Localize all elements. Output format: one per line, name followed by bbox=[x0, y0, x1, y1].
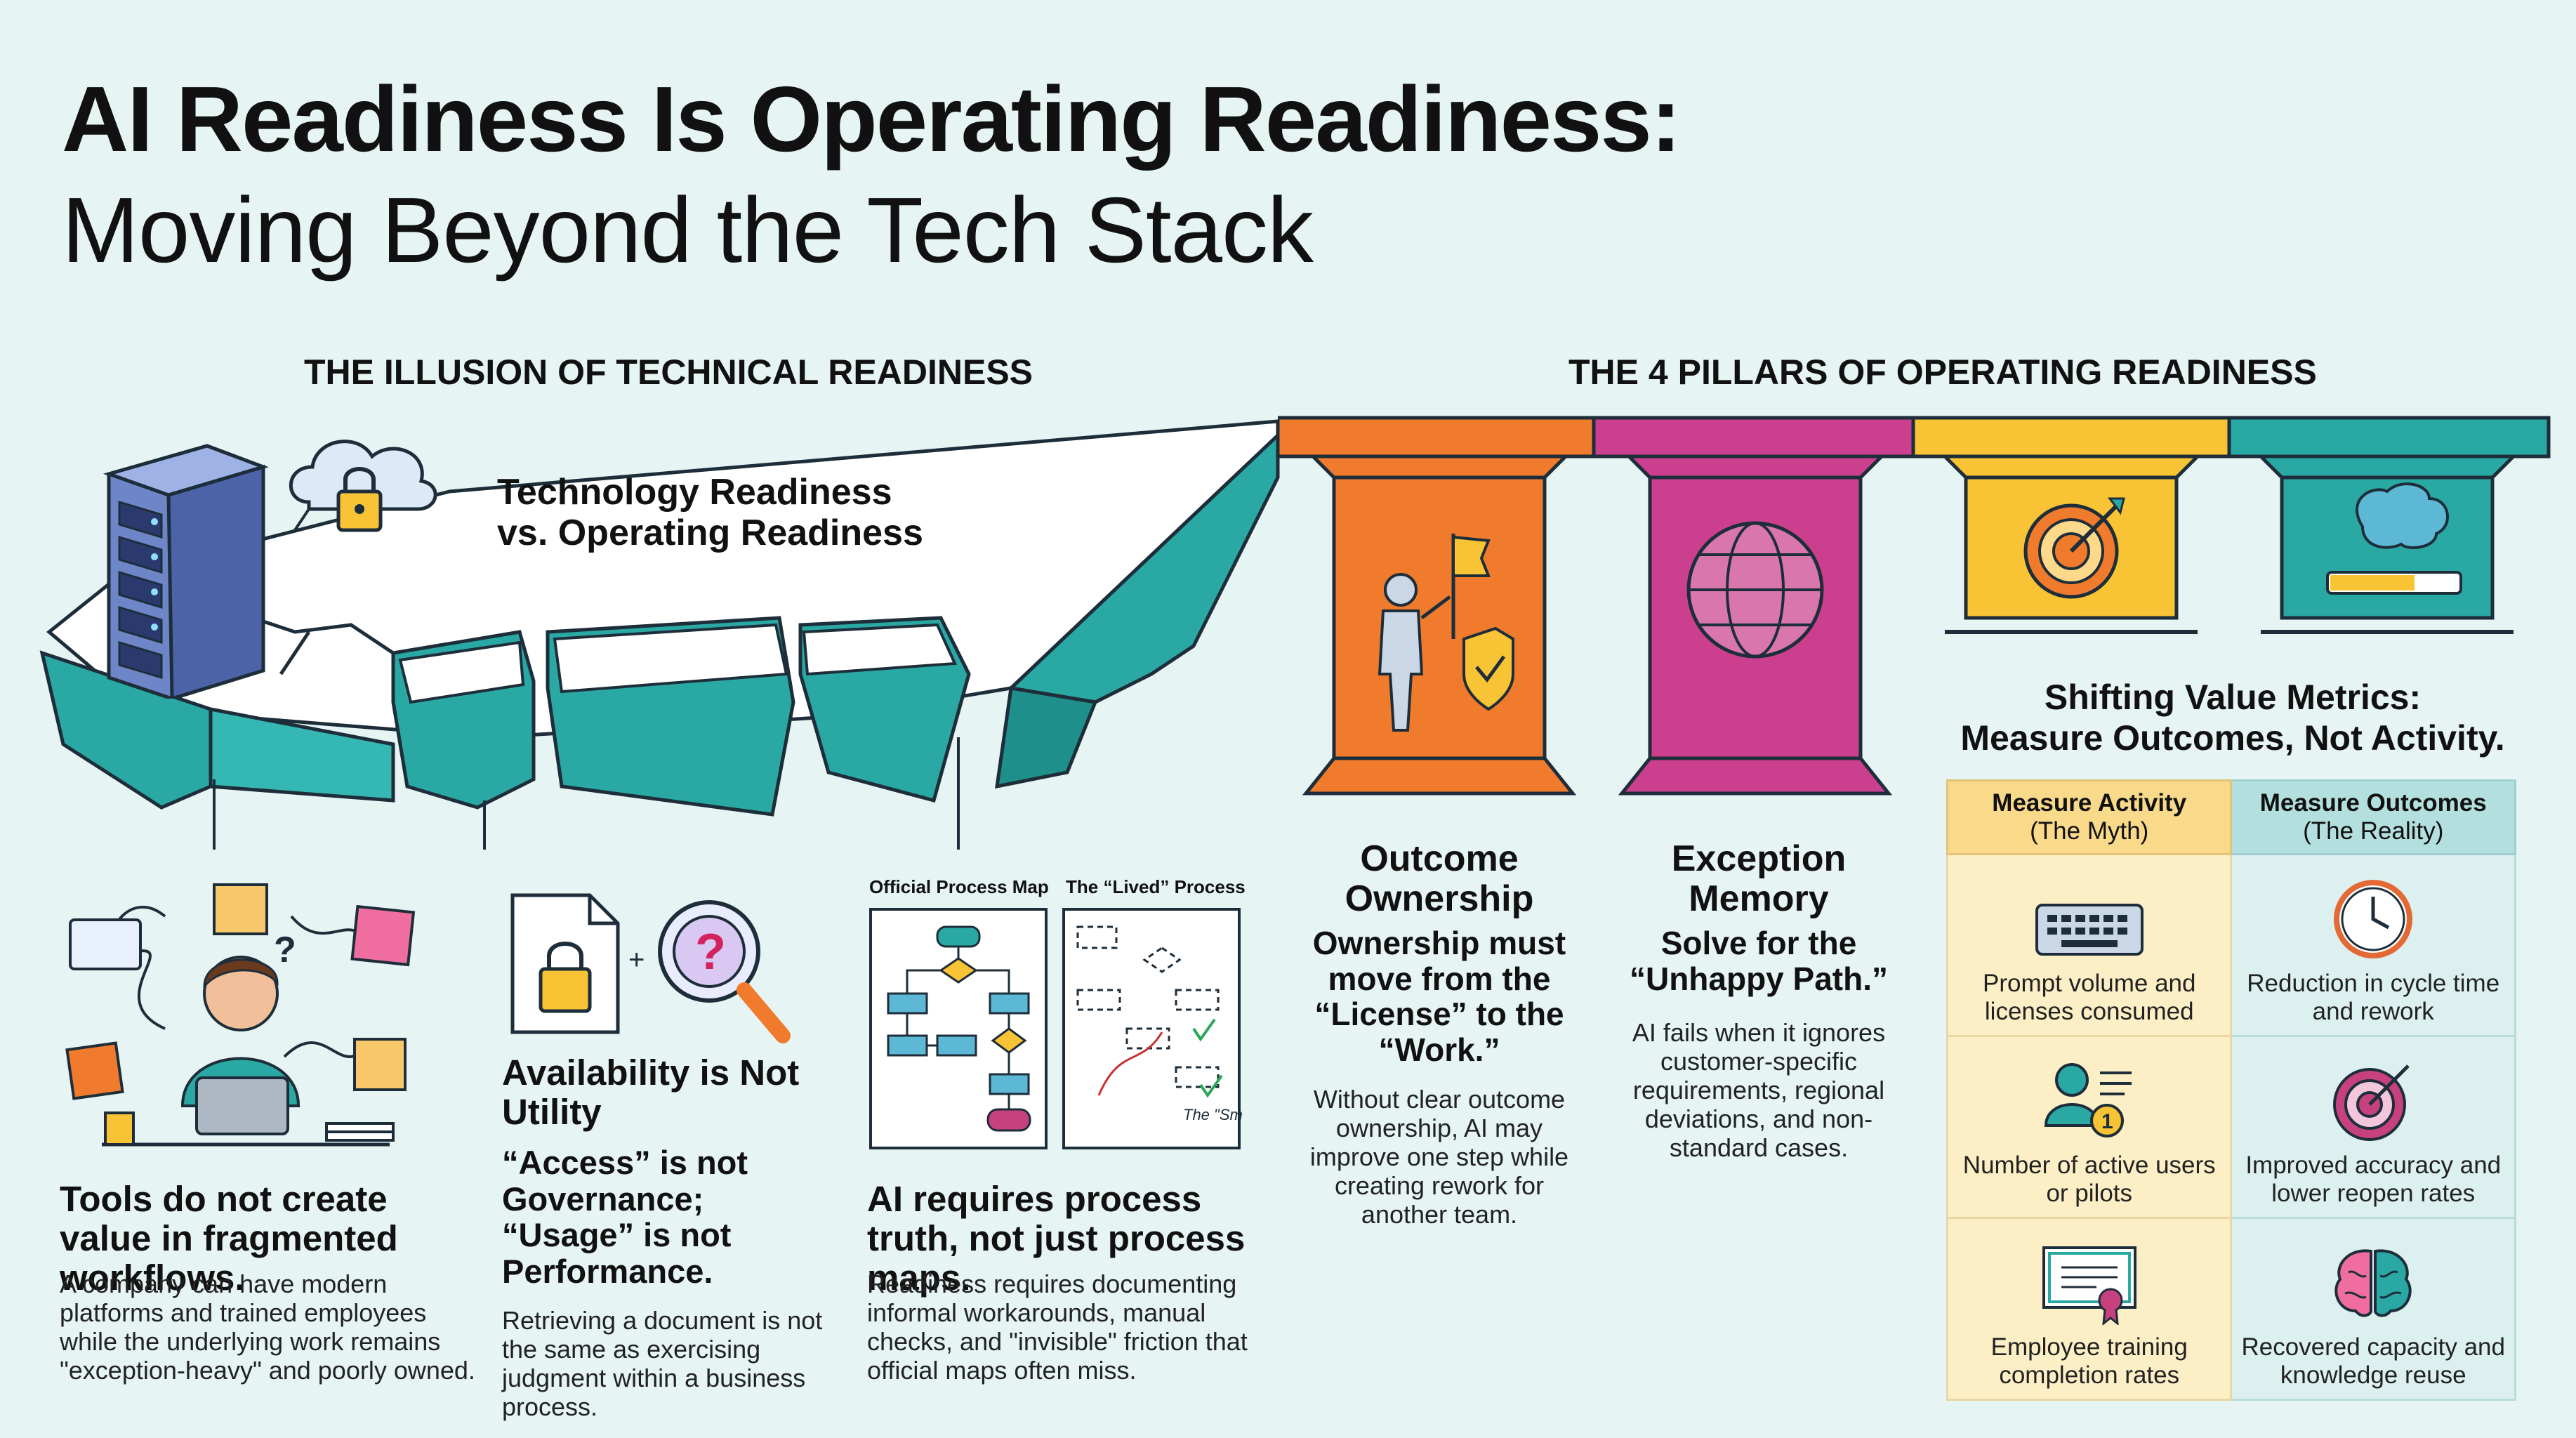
certificate-icon bbox=[2042, 1246, 2136, 1325]
col2-heading: Availability is Not Utility bbox=[502, 1053, 800, 1133]
locked-document-icon bbox=[510, 893, 620, 1034]
page-subtitle: Moving Beyond the Tech Stack bbox=[62, 178, 1314, 282]
cliff-illustration bbox=[39, 419, 1280, 850]
col3-body: Readiness requires documenting informal … bbox=[867, 1269, 1248, 1385]
sticky-note-icon bbox=[213, 883, 268, 935]
magnifier-question-icon: ? bbox=[658, 900, 791, 1043]
availability-icons: + ? bbox=[510, 893, 791, 1043]
brain-icon bbox=[2334, 1249, 2412, 1317]
pillar2-body: AI fails when it ignores customer-specif… bbox=[1632, 1018, 1886, 1163]
clock-icon bbox=[2334, 880, 2413, 958]
svg-text:The "Smart": The "Smart" bbox=[1183, 1106, 1243, 1123]
pillar2-name: Exception Memory bbox=[1671, 838, 1847, 920]
sticky-note-icon bbox=[350, 904, 416, 967]
lived-process-map: The "Smart" bbox=[1062, 908, 1243, 1149]
target-icon bbox=[2333, 1064, 2410, 1141]
col2-subheading: “Access” is not Governance; “Usage” is n… bbox=[502, 1144, 748, 1291]
metrics-title: Shifting Value Metrics: Measure Outcomes… bbox=[1960, 678, 2505, 758]
sticky-note-icon bbox=[65, 1041, 124, 1100]
table-row: 1 Number of active users or pilots Impro… bbox=[1946, 1035, 2516, 1219]
screen-note-icon bbox=[69, 918, 142, 970]
activity-metric: Prompt volume and licenses consumed bbox=[1982, 970, 2196, 1026]
keyboard-icon bbox=[2035, 904, 2144, 956]
pillar1-body: Without clear outcome ownership, AI may … bbox=[1309, 1085, 1569, 1229]
left-section-heading: THE ILLUSION OF TECHNICAL READINESS bbox=[304, 352, 1033, 392]
cliff-label-text: Technology Readiness vs. Operating Readi… bbox=[497, 472, 923, 554]
lived-map-label: The “Lived” Process bbox=[1066, 876, 1246, 897]
official-map-label: Official Process Map bbox=[869, 876, 1049, 897]
rock-chunk bbox=[39, 650, 395, 810]
col1-heading: Tools do not create value in fragmented … bbox=[60, 1179, 398, 1298]
svg-text:+: + bbox=[628, 944, 645, 975]
page-title: AI Readiness Is Operating Readiness: bbox=[62, 67, 1682, 171]
outcome-metric: Reduction in cycle time and rework bbox=[2247, 970, 2500, 1026]
outcome-header-sub: (The Reality) bbox=[2303, 817, 2444, 845]
sticky-note-icon bbox=[353, 1038, 407, 1091]
metrics-table: Measure Activity (The Myth) Measure Outc… bbox=[1946, 779, 2516, 1401]
globe-icon bbox=[1686, 521, 1824, 659]
person-flag-shield-icon bbox=[1378, 534, 1514, 732]
right-section-heading: THE 4 PILLARS OF OPERATING READINESS bbox=[1568, 352, 2317, 392]
outcome-header: Measure Outcomes (The Reality) bbox=[2230, 779, 2516, 855]
svg-text:?: ? bbox=[274, 930, 296, 970]
rock-chunk bbox=[391, 630, 536, 810]
coffee-mug-icon bbox=[104, 1112, 135, 1146]
activity-header: Measure Activity (The Myth) bbox=[1946, 779, 2233, 855]
col3-heading: AI requires process truth, not just proc… bbox=[867, 1179, 1246, 1298]
activity-metric: Number of active users or pilots bbox=[1962, 1152, 2216, 1208]
user-count-icon: 1 bbox=[2044, 1063, 2132, 1137]
pillar1-tagline: Ownership must move from the “License” t… bbox=[1312, 925, 1566, 1068]
outcome-metric: Improved accuracy and lower reopen rates bbox=[2245, 1152, 2502, 1208]
pillar2-tagline: Solve for the “Unhappy Path.” bbox=[1629, 925, 1889, 997]
outcome-metric: Recovered capacity and knowledge reuse bbox=[2241, 1333, 2505, 1390]
rock-chunk bbox=[546, 616, 795, 817]
svg-text:1: 1 bbox=[2101, 1110, 2113, 1133]
col2-body: Retrieving a document is not the same as… bbox=[502, 1306, 823, 1422]
official-process-map bbox=[869, 908, 1048, 1149]
process-map-comparison: The "Smart" bbox=[869, 908, 1243, 1149]
pillar1-name: Outcome Ownership bbox=[1345, 838, 1534, 920]
activity-header-label: Measure Activity bbox=[1992, 789, 2187, 817]
cloud-lock-icon bbox=[289, 440, 437, 532]
rock-chunk bbox=[798, 616, 971, 803]
cliff-label: Technology Readiness vs. Operating Readi… bbox=[497, 472, 923, 553]
frustrated-worker-illustration: ? bbox=[65, 883, 416, 1147]
brain-progress-icon bbox=[2326, 482, 2462, 595]
table-row: Employee training completion rates Recov… bbox=[1946, 1217, 2516, 1401]
pillar-outcome-ownership bbox=[1302, 454, 1577, 796]
target-icon bbox=[2023, 497, 2125, 599]
pillars-illustration bbox=[1278, 416, 2551, 796]
server-rack-icon bbox=[103, 444, 269, 699]
col1-body: A company can have modern platforms and … bbox=[60, 1269, 475, 1385]
svg-text:?: ? bbox=[695, 924, 726, 980]
activity-header-sub: (The Myth) bbox=[2030, 817, 2149, 845]
outcome-header-label: Measure Outcomes bbox=[2259, 789, 2487, 817]
activity-metric: Employee training completion rates bbox=[1990, 1333, 2188, 1390]
table-row: Prompt volume and licenses consumed Redu… bbox=[1946, 853, 2516, 1037]
